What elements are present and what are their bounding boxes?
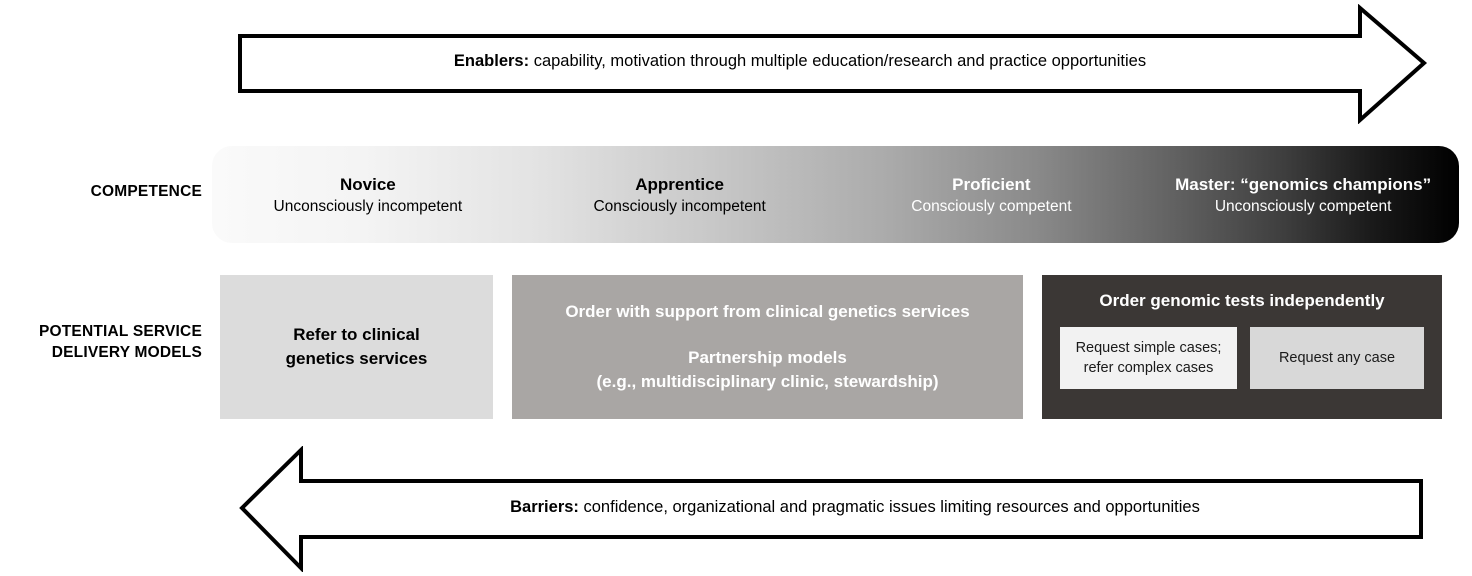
service-model-refer-box: Refer to clinical genetics services xyxy=(220,275,493,419)
service-model-supported-box: Order with support from clinical genetic… xyxy=(512,275,1023,419)
competence-stage-apprentice: Apprentice Consciously incompetent xyxy=(524,146,836,243)
competence-stage-novice: Novice Unconsciously incompetent xyxy=(212,146,524,243)
barriers-label: Barriers: confidence, organizational and… xyxy=(300,496,1410,518)
enablers-arrow xyxy=(238,4,1428,124)
option-any-case: Request any case xyxy=(1250,327,1424,389)
stage-subtitle: Unconsciously competent xyxy=(1214,197,1392,215)
barriers-lead: Barriers: xyxy=(510,498,579,516)
enablers-lead: Enablers: xyxy=(453,52,530,70)
option-simple-cases-line1: Request simple cases; xyxy=(1075,340,1222,356)
service-model-refer-line2: genetics services xyxy=(285,349,428,368)
service-model-independent-title: Order genomic tests independently xyxy=(1099,291,1385,310)
service-model-refer-line1: Refer to clinical xyxy=(293,325,420,344)
option-simple-cases-line2: refer complex cases xyxy=(1083,360,1214,376)
stage-subtitle: Unconsciously incompetent xyxy=(273,197,463,215)
stage-subtitle: Consciously competent xyxy=(911,197,1072,215)
service-model-independent-box: Order genomic tests independently Reques… xyxy=(1042,275,1442,419)
service-row-label-line1: POTENTIAL SERVICE xyxy=(38,323,202,340)
competence-stage-proficient: Proficient Consciously competent xyxy=(836,146,1148,243)
barriers-arrow xyxy=(238,446,1423,572)
option-any-case-label: Request any case xyxy=(1278,350,1396,366)
competence-stage-master: Master: “genomics champions” Unconscious… xyxy=(1147,146,1459,243)
option-simple-cases: Request simple cases; refer complex case… xyxy=(1060,327,1237,389)
arrow-right-icon xyxy=(238,4,1428,124)
stage-subtitle: Consciously incompetent xyxy=(593,197,766,215)
service-row-label: POTENTIAL SERVICE DELIVERY MODELS xyxy=(0,321,202,363)
enablers-label: Enablers: capability, motivation through… xyxy=(250,50,1350,72)
barriers-body: confidence, organizational and pragmatic… xyxy=(578,498,1200,516)
stage-title: Novice xyxy=(340,174,396,194)
arrow-left-icon xyxy=(239,446,1423,572)
stage-title: Proficient xyxy=(952,174,1031,194)
service-model-supported-line1: Order with support from clinical genetic… xyxy=(565,302,970,321)
competence-row-label: COMPETENCE xyxy=(90,183,202,200)
stage-title: Apprentice xyxy=(635,174,725,194)
stage-title: Master: “genomics champions” xyxy=(1175,174,1432,194)
independent-options-group: Request simple cases; refer complex case… xyxy=(1060,327,1424,389)
competence-gradient-bar: Novice Unconsciously incompetent Apprent… xyxy=(212,146,1459,243)
enablers-body: capability, motivation through multiple … xyxy=(529,52,1147,70)
service-model-supported-line3: (e.g., multidisciplinary clinic, steward… xyxy=(596,372,939,391)
service-model-supported-line2: Partnership models xyxy=(688,348,847,367)
service-row-label-line2: DELIVERY MODELS xyxy=(51,344,202,361)
